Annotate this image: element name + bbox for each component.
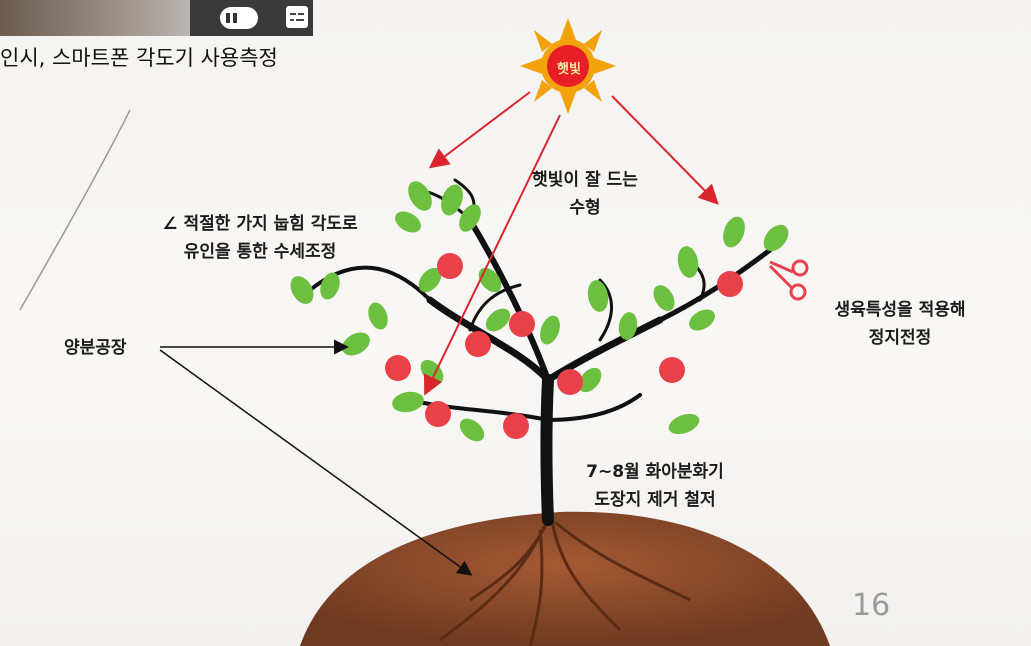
sun-icon	[520, 18, 616, 114]
label-branch-angle: ∠ 적절한 가지 눕힘 각도로 유인을 통한 수세조정	[130, 210, 390, 266]
label-sunlight-shape-line2: 수형	[569, 198, 601, 218]
pause-icon	[226, 13, 230, 23]
label-nutrient-factory: 양분공장	[64, 338, 127, 358]
video-control-bar	[0, 0, 313, 36]
roots	[439, 519, 691, 646]
sunlight-arrows	[423, 91, 719, 396]
label-pruning-line1: 생육특성을 적용해	[834, 300, 966, 320]
label-summer: 7~8월 화아분화기 도장지 제거 철저	[580, 458, 730, 514]
scissors-icon	[768, 259, 809, 301]
captions-icon[interactable]	[286, 6, 308, 28]
label-sunlight-shape-line1: 햇빛이 잘 드는	[532, 170, 638, 190]
nutrient-arrows	[159, 339, 473, 576]
pause-button[interactable]	[220, 7, 258, 29]
label-sunlight-shape: 햇빛이 잘 드는 수형	[520, 166, 650, 222]
label-branch-angle-line1: ∠ 적절한 가지 눕힘 각도로	[162, 214, 358, 234]
caption-text: 인시, 스마트폰 각도기 사용측정	[0, 46, 278, 70]
label-summer-line1: 7~8월 화아분화기	[586, 462, 724, 482]
pause-icon	[233, 13, 237, 23]
label-pruning: 생육특성을 적용해 정지전정	[810, 296, 990, 352]
label-summer-line2: 도장지 제거 철저	[594, 490, 716, 510]
soil-mound	[300, 511, 830, 646]
apples	[385, 253, 743, 439]
leaves	[290, 181, 789, 442]
label-pruning-line2: 정지전정	[868, 328, 932, 348]
label-branch-angle-line2: 유인을 통한 수세조정	[183, 242, 337, 262]
sun-label: 햇빛	[557, 62, 581, 77]
page-number: 16	[852, 588, 891, 623]
video-thumbnail	[0, 0, 190, 36]
